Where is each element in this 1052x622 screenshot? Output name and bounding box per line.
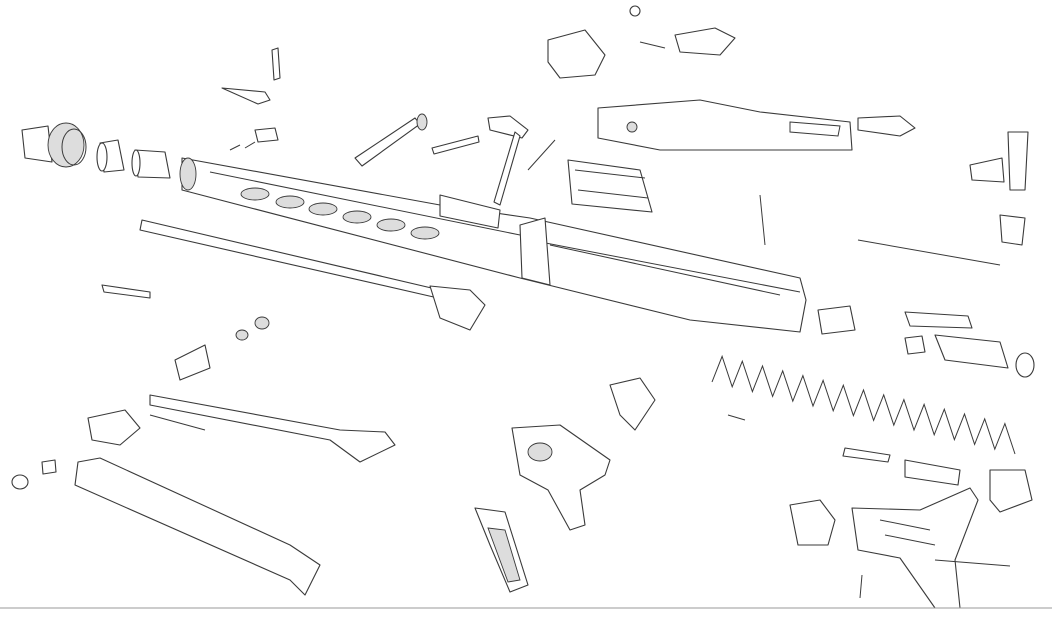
pins — [629, 5, 1011, 599]
butt-stock — [851, 487, 979, 609]
buffer-tube — [789, 447, 1033, 546]
top-cover — [597, 99, 853, 151]
barrel-jacket-receiver — [179, 157, 807, 333]
feed-tray — [567, 159, 653, 213]
bipod-hinge — [11, 409, 141, 490]
bolt-parts — [817, 305, 1035, 378]
bipod-leg-upper — [149, 394, 396, 463]
muzzle-sleeve — [131, 149, 171, 179]
trigger-housing — [511, 377, 656, 531]
muzzle-booster — [21, 122, 87, 168]
rear-sight-parts — [221, 47, 281, 151]
bipod-leg-lower — [74, 457, 321, 596]
feed-arm-parts — [354, 113, 556, 206]
cocking-parts — [547, 27, 736, 79]
muzzle-cone — [96, 139, 125, 173]
cover-latch-parts — [857, 115, 1029, 266]
barrel — [139, 219, 486, 331]
bipod-small-parts — [101, 284, 270, 381]
cooling-slots — [240, 187, 440, 240]
pistol-grip — [474, 507, 529, 593]
recoil-spring — [711, 354, 1016, 455]
